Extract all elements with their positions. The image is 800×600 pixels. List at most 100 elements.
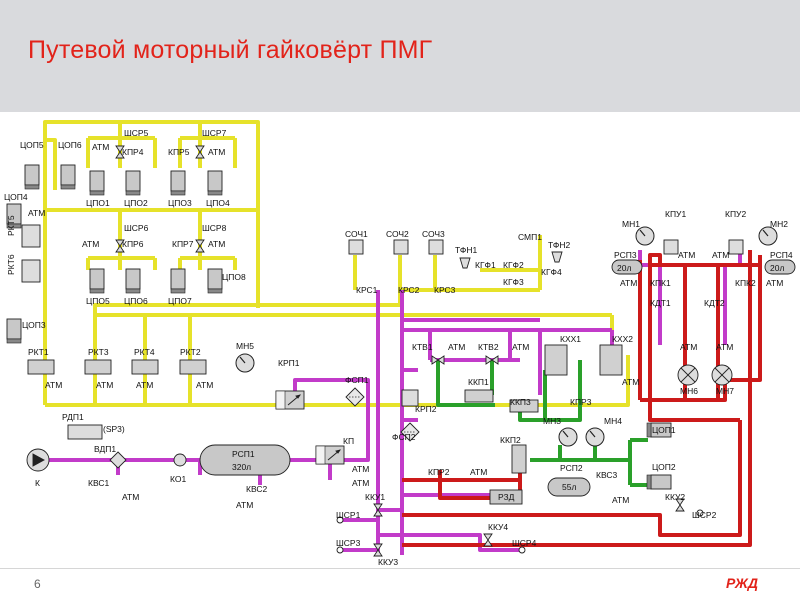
svg-text:РСП1: РСП1 [232,449,255,459]
svg-text:СМП1: СМП1 [518,232,542,242]
svg-text:АТМ: АТМ [622,377,639,387]
svg-text:АТМ: АТМ [766,278,783,288]
svg-text:СОЧ3: СОЧ3 [422,229,445,239]
slide-header [0,0,800,112]
svg-text:КГФ4: КГФ4 [541,267,562,277]
svg-text:АТМ: АТМ [612,495,629,505]
svg-text:КПК2: КПК2 [735,278,756,288]
svg-text:КХХ1: КХХ1 [560,334,581,344]
svg-text:ШСР6: ШСР6 [124,223,149,233]
gauge-mn3 [558,427,578,447]
tank-rsp3 [611,259,643,275]
svg-text:ККУ1: ККУ1 [365,492,385,502]
svg-text:АТМ: АТМ [196,380,213,390]
svg-text:КГФ3: КГФ3 [503,277,524,287]
svg-text:КПР2: КПР2 [428,467,450,477]
svg-text:КПР3: КПР3 [570,397,592,407]
svg-text:ККУ4: ККУ4 [488,522,508,532]
svg-text:АТМ: АТМ [208,147,225,157]
svg-text:ЦОП1: ЦОП1 [652,425,676,435]
rzd-logo: РЖД [726,575,758,591]
red-pipelines [402,250,762,547]
svg-text:ШСР8: ШСР8 [202,223,227,233]
svg-text:К: К [35,478,40,488]
cylinder-cpo6 [125,268,141,294]
svg-text:КВС1: КВС1 [88,478,109,488]
svg-text:КРС2: КРС2 [398,285,420,295]
svg-text:РКТ5: РКТ5 [6,215,16,236]
svg-text:ЦПО8: ЦПО8 [222,272,246,282]
gauge-mn1 [635,226,655,246]
svg-text:СОЧ2: СОЧ2 [386,229,409,239]
cylinder-cpo3 [170,170,186,196]
svg-text:ЦОП6: ЦОП6 [58,140,82,150]
svg-text:МН5: МН5 [236,341,254,351]
svg-text:ЦПО6: ЦПО6 [124,296,148,306]
svg-text:КТВ1: КТВ1 [412,342,433,352]
svg-text:МН7: МН7 [716,386,734,396]
pneumatic-scheme-diagram: ЦОП5 ЦОП6 ЦОП4 АТМ РКТ5 РКТ6 ЦОП3 РКТ1 А… [4,120,796,567]
svg-text:55л: 55л [562,482,576,492]
svg-text:ШСР3: ШСР3 [336,538,361,548]
svg-text:КГФ1: КГФ1 [475,260,496,270]
svg-text:КДТ1: КДТ1 [650,298,671,308]
gauge-mn5 [235,353,255,373]
svg-text:КХХ2: КХХ2 [612,334,633,344]
svg-text:АТМ: АТМ [448,342,465,352]
svg-text:АТМ: АТМ [716,342,733,352]
page-number: 6 [34,577,41,591]
cylinder-cpo5 [89,268,105,294]
svg-text:ЦОП2: ЦОП2 [652,462,676,472]
svg-text:АТМ: АТМ [236,500,253,510]
svg-text:СОЧ1: СОЧ1 [345,229,368,239]
svg-text:ЦОП4: ЦОП4 [4,192,28,202]
svg-text:АТМ: АТМ [678,250,695,260]
svg-text:ККП1: ККП1 [468,377,489,387]
svg-text:РКТ3: РКТ3 [88,347,109,357]
cylinder-cpo4 [207,170,223,196]
svg-text:РСП4: РСП4 [770,250,793,260]
svg-text:ШСР7: ШСР7 [202,128,227,138]
svg-text:ЦПО4: ЦПО4 [206,198,230,208]
svg-text:ККП2: ККП2 [500,435,521,445]
svg-text:ШСР5: ШСР5 [124,128,149,138]
scheme-labels: ЦОП5 ЦОП6 ЦОП4 АТМ РКТ5 РКТ6 ЦОП3 РКТ1 А… [4,128,793,567]
svg-text:(SP3): (SP3) [103,424,125,434]
svg-text:20л: 20л [770,263,784,273]
svg-text:ВДП1: ВДП1 [94,444,116,454]
svg-text:АТМ: АТМ [352,464,369,474]
svg-text:ЦПО2: ЦПО2 [124,198,148,208]
svg-text:ШСР1: ШСР1 [336,510,361,520]
svg-text:АТМ: АТМ [512,342,529,352]
svg-text:КПР7: КПР7 [172,239,194,249]
svg-text:КПК1: КПК1 [650,278,671,288]
footer-divider [0,568,800,569]
svg-text:АТМ: АТМ [712,250,729,260]
svg-text:МН4: МН4 [604,416,622,426]
cylinder-cpo1 [89,170,105,196]
svg-text:РЖД: РЖД [726,575,758,591]
svg-text:КРС1: КРС1 [356,285,378,295]
svg-text:КПУ1: КПУ1 [665,209,686,219]
cylinder-cpo2 [125,170,141,196]
svg-text:РЗД: РЗД [498,492,515,502]
block-kp [315,445,345,465]
cylinder-cop5 [24,164,40,190]
svg-text:ККУ3: ККУ3 [378,557,398,567]
svg-text:РКТ1: РКТ1 [28,347,49,357]
svg-text:АТМ: АТМ [352,478,369,488]
svg-text:КДТ2: КДТ2 [704,298,725,308]
svg-text:КВС3: КВС3 [596,470,617,480]
block-krp1 [275,390,305,410]
svg-text:МН6: МН6 [680,386,698,396]
svg-text:ТФН1: ТФН1 [455,245,478,255]
svg-text:КРС3: КРС3 [434,285,456,295]
svg-text:320л: 320л [232,462,251,472]
svg-text:АТМ: АТМ [136,380,153,390]
cylinder-cop3 [6,318,22,344]
svg-text:ЦОП5: ЦОП5 [20,140,44,150]
svg-text:КПР5: КПР5 [168,147,190,157]
tank-rsp4 [764,259,796,275]
svg-text:МН1: МН1 [622,219,640,229]
svg-text:ЦОП3: ЦОП3 [22,320,46,330]
